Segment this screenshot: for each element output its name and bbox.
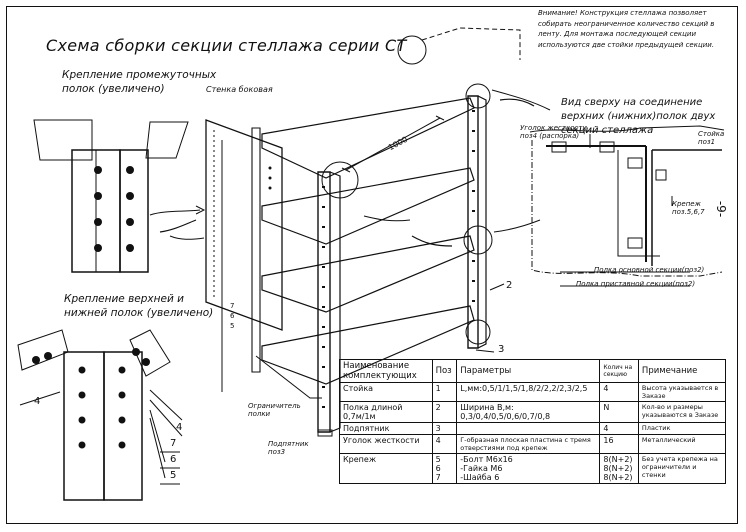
page-title: Схема сборки секции стеллажа серии СТ [46, 36, 407, 55]
cell-pos-line: 1 [435, 384, 441, 393]
table-row: Полка длиной 0,7м/1м 2 Ширина В,м:0,3/0,4/… [339, 401, 727, 423]
label-fastener: Крепеж поз.5,6,7 [672, 200, 705, 216]
cell-qty: 4 [599, 382, 639, 402]
cell-name-line: Подпятник [343, 424, 390, 433]
cell-params: L,мм:0,5/1/1,5/1,8/2/2,2/2,3/2,5 [456, 382, 601, 402]
cell-qty-line: N [603, 403, 610, 412]
cell-pos: 4 [431, 434, 458, 454]
label-limiter: Ограничитель полки [248, 402, 301, 418]
cell-params-line: Г-образная плоская пластина с тремя отве… [460, 436, 591, 452]
cell-name: Крепеж [339, 453, 433, 484]
cell-params-line: -Болт М6х16 [460, 455, 513, 464]
cell-qty: 4 [599, 422, 639, 435]
cell-note: Без учета крепежа на ограничители и стен… [637, 453, 727, 484]
cell-name: Уголок жесткости [339, 434, 433, 454]
cell-note-line: Высота указывается в Заказе [641, 384, 719, 400]
cell-qty-line: 4 [603, 384, 609, 393]
cell-note-line: Без учета крепежа на ограничители и стен… [641, 455, 718, 479]
cell-qty-line: 8(N+2) [603, 455, 633, 464]
cell-params: -Болт М6х16-Гайка М6-Шайба 6 [456, 453, 601, 484]
caption-top-view: Вид сверху на соединение верхних (нижних… [561, 97, 716, 136]
cell-name-line: Полка длиной 0,7м/1м [343, 403, 403, 421]
cell-note: Кол-во и размеры указываются в Заказе [637, 401, 727, 423]
cell-qty: N [599, 401, 639, 423]
drawing-frame [6, 6, 738, 524]
rack-isometric [205, 27, 551, 437]
table-header-row: Наименование комплектующих Поз Параметры… [339, 359, 727, 383]
detail-top-shelf [17, 329, 183, 501]
cell-params-line: 0,3/0,4/0,5/0,6/0,7/0,8 [460, 412, 551, 421]
cell-name: Стойка [339, 382, 433, 402]
label-corner-stiff: Уголок жесткости поз4 (распорка) [520, 124, 587, 140]
arrows [159, 98, 535, 247]
cell-note-line: Кол-во и размеры указываются в Заказе [641, 403, 719, 419]
col-header-qty: Колич на секцию [599, 359, 639, 383]
cell-pos: 2 [431, 401, 458, 423]
label-upright: Стойка поз1 [698, 130, 725, 146]
detail-middle-shelf [33, 119, 206, 273]
detail-top-view [529, 125, 725, 287]
cell-params: Г-образная плоская пластина с тремя отве… [456, 434, 601, 454]
cell-note-line: Пластик [641, 424, 671, 432]
cell-note: Пластик [637, 422, 727, 435]
cell-name-line: Стойка [343, 384, 374, 393]
cell-params: Ширина В,м:0,3/0,4/0,5/0,6/0,7/0,8 [456, 401, 601, 423]
cell-note: Металлический [637, 434, 727, 454]
cell-qty-line: 16 [603, 436, 614, 445]
caption-top-bottom-shelves: Крепление верхней и нижней полок (увелич… [64, 293, 214, 319]
cell-name-line: Крепеж [343, 455, 377, 464]
callout-6b: 6 [230, 312, 235, 320]
table-row: Подпятник 3 4 Пластик [339, 422, 727, 435]
callout-4: 4 [34, 396, 41, 407]
cell-pos-line: 4 [435, 436, 441, 445]
cell-qty: 8(N+2)8(N+2)8(N+2) [599, 453, 639, 484]
cell-params-line: L,мм:0,5/1/1,5/1,8/2/2,2/2,3/2,5 [460, 384, 588, 393]
table-row: Уголок жесткости 4 Г-образная плоская плас… [339, 434, 727, 454]
warning-note: Внимание! Конструкция стеллажа позволяет… [538, 9, 715, 49]
col-header-name: Наименование комплектующих [339, 359, 433, 383]
col-header-params: Параметры [456, 359, 601, 383]
callout-5b: 5 [230, 322, 235, 330]
label-add-shelf: Полка приставной секции(поз2) [576, 280, 696, 288]
caption-middle-shelves: Крепление промежуточных полок (увеличено… [62, 69, 217, 95]
cell-pos-line: 3 [435, 424, 441, 433]
spec-table: Наименование комплектующих Поз Параметры… [339, 359, 727, 484]
cell-params [456, 422, 601, 435]
col-header-pos: Поз [431, 359, 458, 383]
label-side-wall: Стенка боковая [206, 85, 273, 94]
cell-qty: 16 [599, 434, 639, 454]
cell-pos-line: 7 [435, 473, 441, 482]
callout-6: 6 [170, 454, 177, 465]
cell-note: Высота указывается в Заказе [637, 382, 727, 402]
table-row: Стойка 1 L,мм:0,5/1/1,5/1,8/2/2,2/2,3/2,5 4… [339, 382, 727, 402]
cell-name-line: Уголок жесткости [343, 436, 420, 445]
cell-pos-line: 5 [435, 455, 441, 464]
callout-5: 5 [170, 470, 177, 481]
cell-pos-line: 2 [435, 403, 441, 412]
cell-pos-line: 6 [435, 464, 441, 473]
cell-params-line: -Шайба 6 [460, 473, 500, 482]
cell-params-line: Ширина В,м: [460, 403, 514, 412]
cell-note-line: Металлический [641, 436, 696, 444]
label-main-shelf: Полка основной секции(поз2) [594, 266, 705, 274]
cell-name: Подпятник [339, 422, 433, 435]
col-header-note: Примечание [637, 359, 727, 383]
callout-7: 7 [170, 438, 177, 449]
callout-4b: 4 [176, 422, 183, 433]
cell-params-line: -Гайка М6 [460, 464, 503, 473]
callout-3: 3 [498, 344, 505, 355]
cell-name: Полка длиной 0,7м/1м [339, 401, 433, 423]
cell-qty-line: 8(N+2) [603, 473, 633, 482]
cell-qty-line: 8(N+2) [603, 464, 633, 473]
cell-pos: 3 [431, 422, 458, 435]
callout-7b: 7 [230, 302, 235, 310]
cell-pos: 1 [431, 382, 458, 402]
callout-2: 2 [506, 280, 513, 291]
cell-qty-line: 4 [603, 424, 609, 433]
label-footrest: Подпятник поз3 [268, 440, 309, 456]
